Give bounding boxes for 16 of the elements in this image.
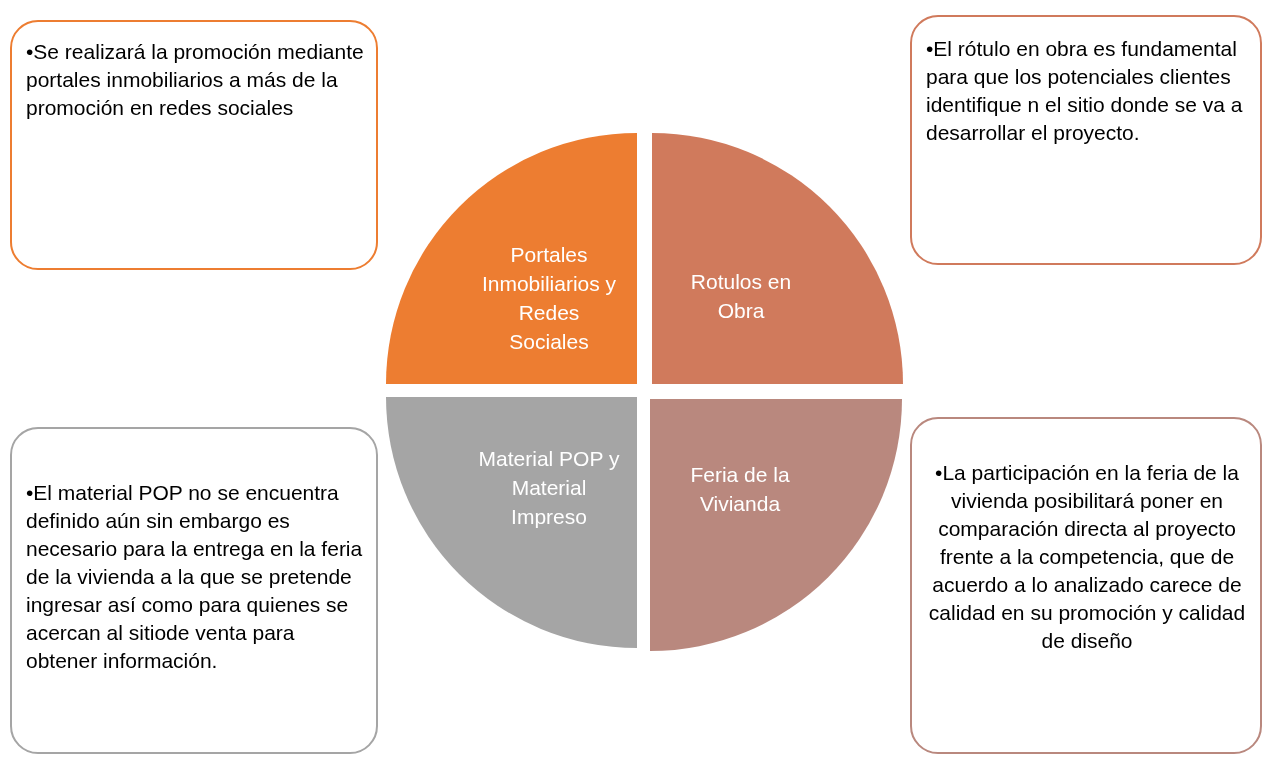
quadrant-segment [386,397,637,648]
segment-label: Rotulos en Obra [689,268,793,324]
bullet-text: •Se realizará la promoción mediante portales inmobiliarios a más de la promoción en redes sociales [26,39,365,121]
callout-box [10,427,378,754]
callout-box [10,20,378,270]
segment-label: Portales Inmobiliarios y Redes Sociales [480,242,618,355]
callout-box [910,417,1262,754]
bullet-text: •La participación en la feria de la vivienda posibilitará poner en comparación directa al proyecto frente a la competencia, que de acuerdo a lo analizado carece de calidad en su promoción y calidad de diseño [927,460,1247,654]
bullet-text: •El material POP no se encuentra definido aún sin embargo es necesario para la entrega en la feria de la vivienda a la que se pretende ingresar así como para quienes se acercan al sitiode venta para obtener información. [26,480,364,674]
quadrant-segment [652,133,903,384]
quadrant-segment [386,133,637,384]
segment-label: Material POP y Material Impreso [477,445,621,530]
quadrant-segment [650,399,902,651]
callout-box [910,15,1262,265]
segment-label: Feria de la Vivianda [689,462,791,517]
bullet-text: •El rótulo en obra es fundamental para que los potenciales clientes identifique n el sitio donde se va a desarrollar el proyecto. [926,36,1244,146]
